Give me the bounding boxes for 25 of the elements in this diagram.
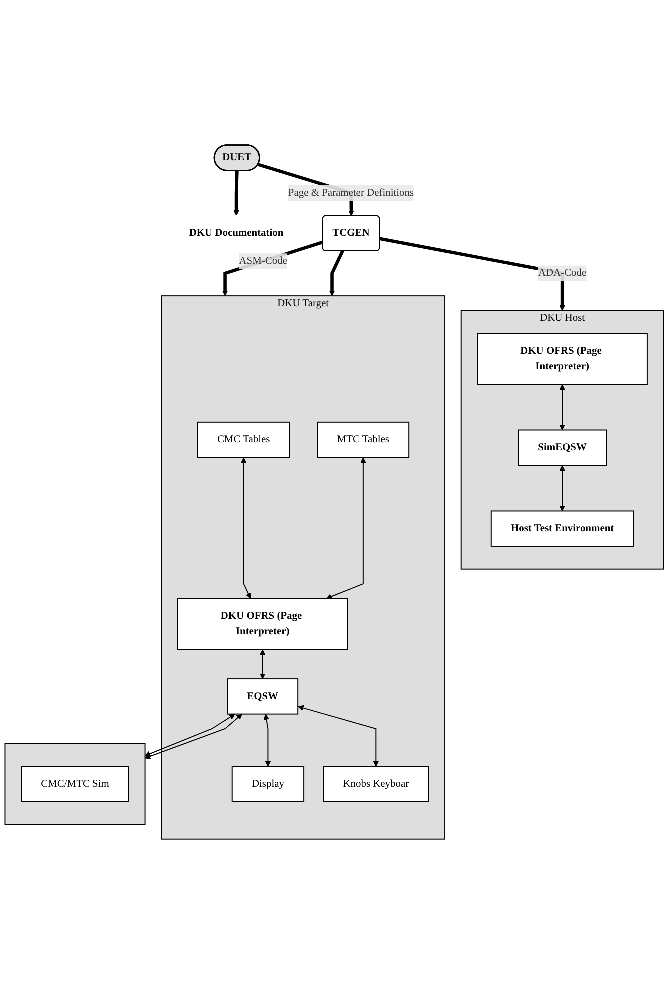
node-box: DKU OFRS (Page Interpreter): [477, 332, 648, 385]
node-box: EQSW: [227, 678, 299, 714]
cluster: [4, 742, 146, 825]
arrow: [298, 705, 380, 766]
node-text: DKU Documentation: [189, 227, 284, 238]
edge-label: Page & Parameter Definitions: [288, 187, 414, 198]
node-box: DKU OFRS (Page Interpreter): [177, 598, 348, 650]
node-box: Knobs Keyboar: [323, 766, 430, 802]
node-box: SimEQSW: [518, 429, 608, 466]
arrow: [329, 250, 344, 296]
arrow: [260, 649, 266, 679]
arrow: [222, 240, 324, 296]
node-box: Display: [232, 766, 305, 802]
arrow: [240, 457, 252, 599]
edge-label: ASM-Code: [239, 255, 288, 266]
node-box: Host Test Environment: [490, 510, 634, 547]
arrow: [326, 457, 366, 600]
node-box: CMC Tables: [197, 422, 290, 458]
arrow: [560, 384, 566, 430]
arrow: [560, 465, 566, 512]
edge-label: ADA-Code: [538, 267, 587, 278]
arrow: [264, 714, 272, 766]
arrow: [234, 170, 240, 216]
node-box: MTC Tables: [317, 422, 410, 458]
node-box: CMC/MTC Sim: [21, 766, 130, 802]
